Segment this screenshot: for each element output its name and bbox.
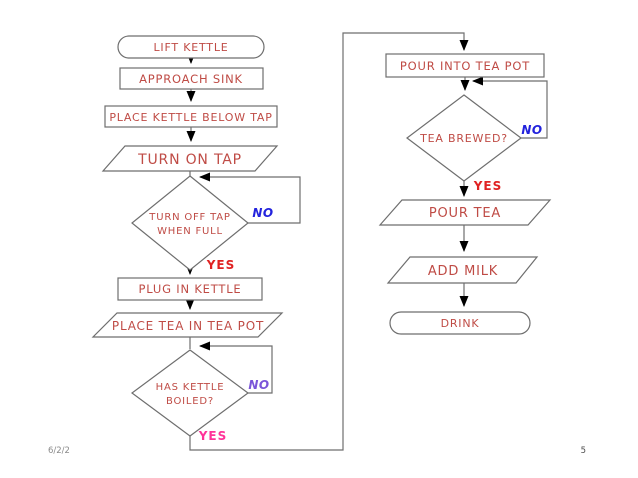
terminator-shape	[389, 311, 531, 335]
decision-diamond-shape	[130, 349, 250, 437]
node-turn-off-tap-label-line1: TURN OFF TAP	[148, 212, 230, 223]
branch-label-yes-tea-brewed: YES	[473, 179, 503, 193]
process-shape	[119, 67, 264, 90]
connector-boiled-no-loop	[199, 341, 273, 394]
node-place-kettle-below-tap-label: PLACE KETTLE BELOW TAP	[109, 111, 272, 124]
node-turn-off-tap-label-line2: WHEN FULL	[157, 226, 223, 237]
node-approach-sink-label: APPROACH SINK	[139, 72, 243, 86]
node-place-tea-in-tea-pot: PLACE TEA IN TEA POT	[91, 312, 284, 338]
connector-boiled-yes-to-pourinto	[189, 32, 469, 451]
node-has-kettle-boiled-label-line2: BOILED?	[166, 396, 214, 407]
node-turn-on-tap: TURN ON TAP	[101, 145, 279, 172]
node-plug-in-kettle-label: PLUG IN KETTLE	[139, 282, 242, 296]
branch-label-yes-turn-off-tap: YES	[206, 258, 236, 272]
node-place-kettle-below-tap: PLACE KETTLE BELOW TAP	[104, 105, 278, 128]
io-parallelogram-shape	[378, 199, 552, 226]
node-pour-tea: POUR TEA	[378, 199, 552, 226]
connector-turnoff-no-loop	[199, 172, 301, 224]
decision-diamond-shape	[131, 175, 249, 271]
node-has-kettle-boiled-label-line1: HAS KETTLE	[156, 382, 225, 393]
node-place-tea-in-tea-pot-label: PLACE TEA IN TEA POT	[112, 319, 264, 333]
terminator-shape	[117, 35, 265, 59]
io-parallelogram-shape	[386, 256, 539, 284]
node-plug-in-kettle: PLUG IN KETTLE	[117, 277, 263, 301]
slide-date: 6/2/2	[48, 446, 70, 456]
node-tea-brewed-label: TEA BREWED?	[419, 132, 508, 145]
node-pour-tea-label: POUR TEA	[429, 206, 501, 221]
node-drink-label: DRINK	[441, 317, 480, 330]
node-lift-kettle: LIFT KETTLE	[117, 35, 265, 59]
branch-label-no-tea-brewed: NO	[521, 123, 542, 137]
decision-diamond-shape	[406, 94, 522, 182]
branch-label-no-has-kettle-boiled: NO	[248, 378, 269, 392]
node-turn-on-tap-label: TURN ON TAP	[137, 152, 242, 168]
slide-page-number: 5	[581, 446, 586, 456]
process-shape	[117, 277, 263, 301]
node-add-milk-label: ADD MILK	[428, 264, 498, 279]
process-shape	[385, 53, 545, 78]
io-parallelogram-shape	[101, 145, 279, 172]
node-drink: DRINK	[389, 311, 531, 335]
node-has-kettle-boiled: HAS KETTLE BOILED?	[130, 349, 250, 437]
node-lift-kettle-label: LIFT KETTLE	[153, 41, 228, 54]
node-pour-into-tea-pot: POUR INTO TEA POT	[385, 53, 545, 78]
node-add-milk: ADD MILK	[386, 256, 539, 284]
node-approach-sink: APPROACH SINK	[119, 67, 264, 90]
connector-brewed-no-loop	[472, 76, 548, 139]
node-turn-off-tap-when-full: TURN OFF TAP WHEN FULL	[131, 175, 249, 271]
process-shape	[104, 105, 278, 128]
node-pour-into-tea-pot-label: POUR INTO TEA POT	[400, 59, 530, 73]
io-parallelogram-shape	[91, 312, 284, 338]
branch-label-no-turn-off-tap: NO	[252, 206, 273, 220]
branch-label-yes-has-kettle-boiled: YES	[198, 429, 228, 443]
node-tea-brewed: TEA BREWED?	[406, 94, 522, 182]
